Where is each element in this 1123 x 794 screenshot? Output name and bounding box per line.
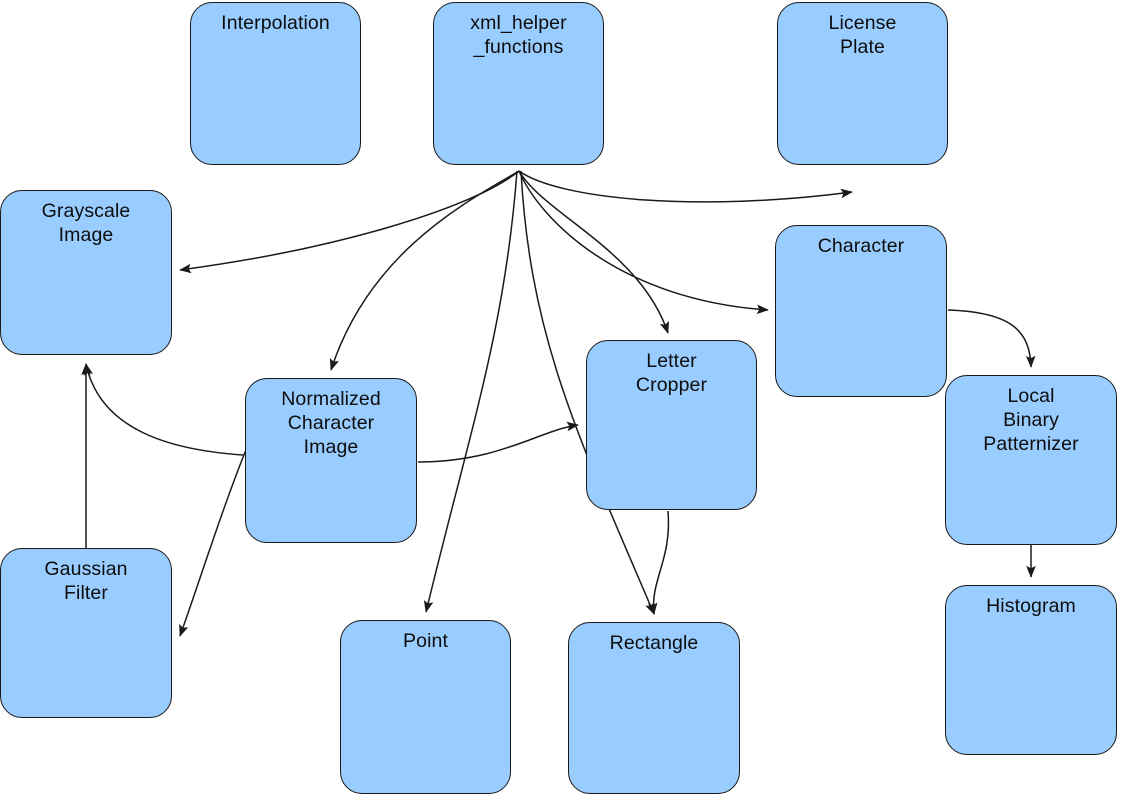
node-rectangle[interactable]: Rectangle — [568, 622, 740, 794]
node-interpolation[interactable]: Interpolation — [190, 2, 361, 165]
node-label-license_plate: License Plate — [828, 12, 897, 58]
node-letter_cropper[interactable]: Letter Cropper — [586, 340, 757, 510]
node-label-lbp: Local Binary Patternizer — [983, 385, 1079, 455]
node-xml_helper[interactable]: xml_helper _functions — [433, 2, 604, 165]
node-label-gaussian: Gaussian Filter — [44, 558, 128, 604]
edge-xml_helper-to-grayscale — [179, 170, 520, 274]
node-label-letter_cropper: Letter Cropper — [635, 350, 708, 396]
node-label-point: Point — [403, 630, 448, 652]
node-gaussian[interactable]: Gaussian Filter — [0, 548, 172, 718]
edge-normalized-to-gaussian — [179, 439, 251, 637]
node-character[interactable]: Character — [775, 225, 947, 397]
edge-normalized-to-letter_cropper — [417, 421, 579, 463]
node-point[interactable]: Point — [340, 620, 511, 794]
node-label-xml_helper: xml_helper _functions — [470, 12, 567, 58]
node-lbp[interactable]: Local Binary Patternizer — [945, 375, 1117, 545]
edge-character-to-lbp — [947, 309, 1036, 368]
edge-letter_cropper-to-rectangle — [647, 510, 670, 615]
edge-xml_helper-to-letter_cropper — [518, 170, 669, 334]
node-license_plate[interactable]: License Plate — [777, 2, 948, 165]
edge-xml_helper-to-normalized — [329, 170, 520, 371]
edge-xml_helper-to-point — [423, 170, 518, 613]
node-label-grayscale: Grayscale Image — [41, 200, 131, 246]
node-histogram[interactable]: Histogram — [945, 585, 1117, 755]
node-label-interpolation: Interpolation — [221, 12, 330, 34]
node-normalized[interactable]: Normalized Character Image — [245, 378, 417, 543]
edge-xml_helper-to-dangling — [518, 170, 853, 203]
node-label-character: Character — [817, 235, 905, 257]
node-label-histogram: Histogram — [986, 595, 1076, 617]
edge-xml_helper-to-character — [518, 170, 769, 315]
edge-normalized-to-grayscale — [83, 363, 244, 456]
node-label-normalized: Normalized Character Image — [281, 388, 381, 458]
node-grayscale[interactable]: Grayscale Image — [0, 190, 172, 355]
node-label-rectangle: Rectangle — [609, 632, 699, 654]
